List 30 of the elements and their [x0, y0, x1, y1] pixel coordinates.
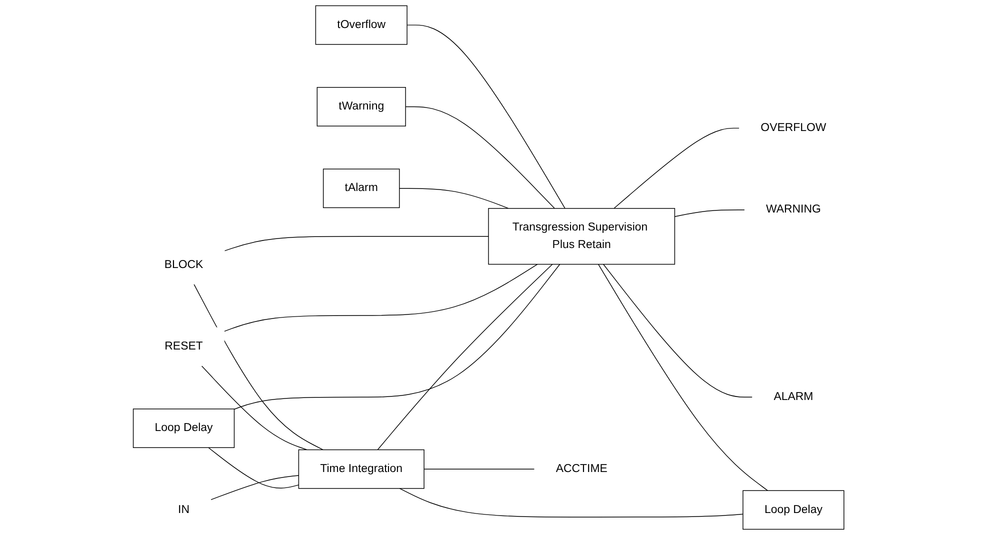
- node-box: tWarning: [316, 87, 406, 126]
- connector: [399, 488, 744, 518]
- connector: [614, 128, 740, 209]
- connector: [224, 236, 489, 252]
- node-text: WARNING: [766, 203, 821, 216]
- connector: [377, 264, 553, 450]
- connector: [210, 475, 300, 500]
- node-text: ALARM: [774, 390, 814, 403]
- node-box: Loop Delay: [742, 490, 844, 530]
- node-box: Transgression Supervision Plus Retain: [488, 208, 676, 265]
- node-text: ACCTIME: [556, 462, 608, 475]
- connector: [224, 264, 538, 332]
- connector: [194, 284, 324, 450]
- connector: [201, 366, 308, 450]
- node-box: tAlarm: [322, 168, 400, 208]
- connector: [405, 106, 555, 209]
- connector: [424, 468, 535, 470]
- node-box: tOverflow: [315, 5, 408, 45]
- connector: [674, 209, 745, 218]
- connector: [399, 188, 509, 209]
- connector: [598, 264, 768, 491]
- node-box: Loop Delay: [132, 408, 235, 448]
- connector: [234, 264, 560, 410]
- node-text: BLOCK: [164, 258, 204, 271]
- node-box: Time Integration: [298, 449, 424, 489]
- connector: [406, 24, 566, 209]
- node-text: IN: [178, 503, 190, 516]
- connector: [603, 264, 753, 398]
- connector: [208, 447, 300, 488]
- node-text: OVERFLOW: [760, 122, 826, 134]
